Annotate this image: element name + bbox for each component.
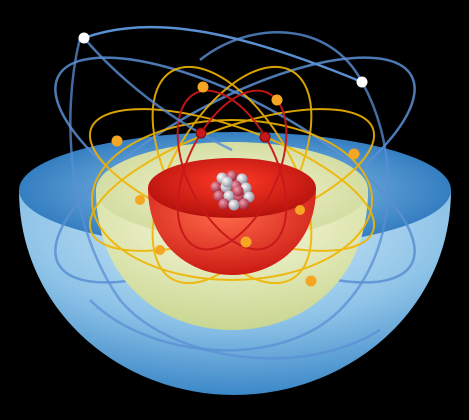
electron [195,127,207,139]
proton [210,181,222,193]
outer-orbit-top-1 [83,25,363,84]
electron [111,135,123,147]
inner-electrons [195,127,271,143]
proton [213,190,225,202]
middle-orbit-5 [91,119,373,281]
electron [155,245,165,255]
proton [232,185,244,197]
inner-orbits [176,89,288,251]
outer-orbit-top-2 [83,37,233,152]
outer-electrons [78,32,368,88]
inner-orbit-2 [176,89,288,251]
middle-electrons [111,81,360,287]
inner-orbit-1 [176,89,288,251]
outer-orbit-top-3 [199,31,364,83]
proton [238,198,250,210]
nucleus [210,170,255,211]
electron [305,275,317,287]
electron [197,81,209,93]
outer-orbit-front-2 [89,81,390,352]
electron [271,94,283,106]
neutron [223,190,235,202]
electron [356,76,368,88]
neutron [228,199,240,211]
electron [295,205,305,215]
proton [218,198,230,210]
orbits-front [69,25,390,360]
neutron [221,176,233,188]
outer-orbit-front-1 [69,37,381,360]
electron [78,32,90,44]
electron [259,131,271,143]
electron [240,236,252,248]
electron [348,148,360,160]
electron [135,195,145,205]
